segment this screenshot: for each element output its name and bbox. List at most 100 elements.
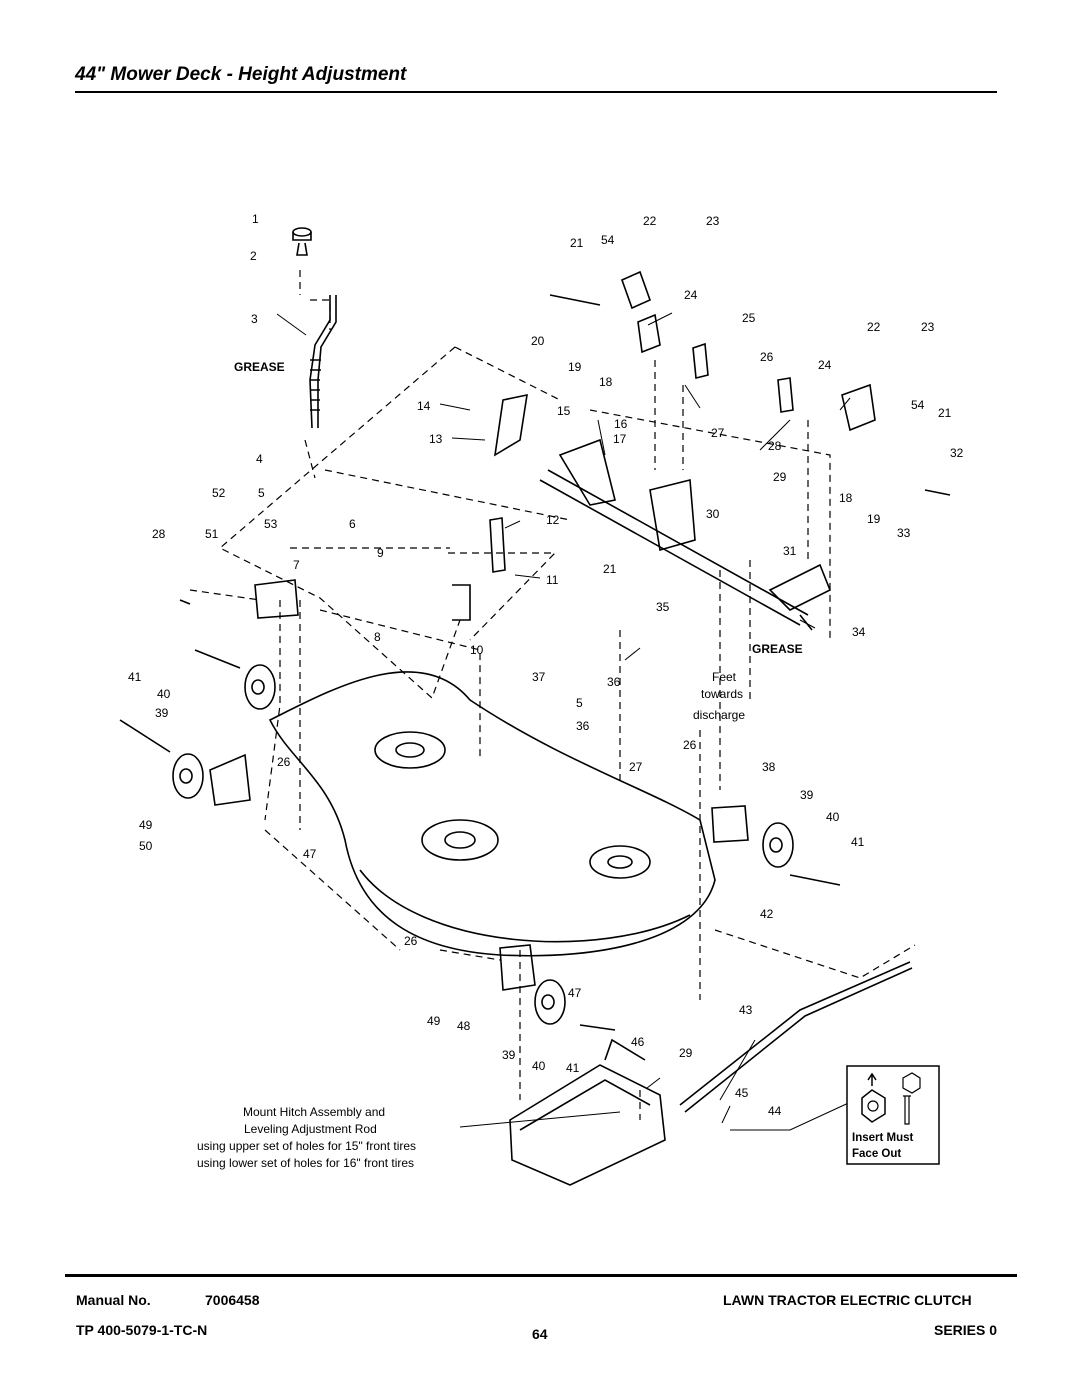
- part-callout-37: 37: [532, 670, 546, 684]
- part-callout-20: 20: [531, 334, 545, 348]
- part-callout-22: 22: [643, 214, 657, 228]
- part-callout-39: 39: [800, 788, 814, 802]
- part-callout-26: 26: [683, 738, 697, 752]
- part-callout-28: 28: [152, 527, 166, 541]
- part-callout-53: 53: [264, 517, 278, 531]
- part-callout-24: 24: [818, 358, 832, 372]
- part-callout-26: 26: [404, 934, 418, 948]
- grease-label-shaft: GREASE: [752, 642, 803, 656]
- part-callout-11: 11: [546, 573, 559, 587]
- inset-note-line-1: Insert Must: [852, 1132, 914, 1144]
- part-callout-19: 19: [867, 512, 881, 526]
- grease-label-lever: GREASE: [234, 360, 285, 374]
- part-callout-24: 24: [684, 288, 698, 302]
- part-callout-23: 23: [706, 214, 720, 228]
- part-callout-21: 21: [603, 562, 617, 576]
- part-callout-25: 25: [742, 311, 756, 325]
- part-callout-27: 27: [711, 426, 725, 440]
- insert-inset: Insert Must Face Out: [846, 1065, 940, 1165]
- part-callout-7: 7: [293, 558, 300, 572]
- part-callout-28: 28: [768, 439, 782, 453]
- part-callout-41: 41: [128, 670, 142, 684]
- part-callout-21: 21: [570, 236, 584, 250]
- callout-leader-lines: [276, 312, 856, 1131]
- part-callout-29: 29: [773, 470, 787, 484]
- part-callout-31: 31: [783, 544, 797, 558]
- manual-number: 7006458: [205, 1292, 260, 1308]
- part-callout-32: 32: [950, 446, 964, 460]
- part-callout-23: 23: [921, 320, 935, 334]
- product-name: LAWN TRACTOR ELECTRIC CLUTCH: [723, 1292, 972, 1308]
- title-rule: [75, 91, 997, 93]
- hitch-note-line-4: using lower set of holes for 16" front t…: [197, 1156, 414, 1170]
- part-callout-41: 41: [851, 835, 865, 849]
- page-title: 44" Mower Deck - Height Adjustment: [75, 64, 407, 85]
- part-callout-49: 49: [427, 1014, 441, 1028]
- part-callout-48: 48: [457, 1019, 471, 1033]
- part-callout-21: 21: [938, 406, 952, 420]
- part-callout-3: 3: [251, 312, 258, 326]
- feet-note-line-2: towards: [701, 687, 743, 701]
- series-label: SERIES 0: [934, 1322, 998, 1338]
- part-callout-50: 50: [139, 839, 153, 853]
- page-number: 64: [532, 1326, 548, 1342]
- hitch-note-line-3: using upper set of holes for 15" front t…: [197, 1139, 416, 1153]
- part-callout-39: 39: [502, 1048, 516, 1062]
- part-callout-10: 10: [470, 643, 484, 657]
- part-callout-30: 30: [706, 507, 720, 521]
- part-callout-40: 40: [826, 810, 840, 824]
- part-callout-51: 51: [205, 527, 219, 541]
- part-callout-19: 19: [568, 360, 582, 374]
- part-callout-42: 42: [760, 907, 774, 921]
- part-callout-54: 54: [911, 398, 925, 412]
- hitch-note-line-2: Leveling Adjustment Rod: [244, 1122, 377, 1136]
- part-callout-44: 44: [768, 1104, 782, 1118]
- part-callout-41: 41: [566, 1061, 580, 1075]
- part-callout-18: 18: [599, 375, 613, 389]
- part-callout-34: 34: [852, 625, 866, 639]
- part-callout-5: 5: [258, 486, 265, 500]
- manual-label: Manual No.: [76, 1292, 151, 1308]
- part-callout-1: 1: [252, 212, 259, 226]
- assembly-dashed-lines: [189, 270, 916, 1120]
- part-callout-13: 13: [429, 432, 443, 446]
- part-callout-5: 5: [576, 696, 583, 710]
- part-callout-12: 12: [546, 513, 560, 527]
- parts-linework: [119, 227, 951, 1186]
- footer-rule: [65, 1274, 1017, 1277]
- part-callout-26: 26: [277, 755, 291, 769]
- inset-note-line-2: Face Out: [852, 1148, 901, 1160]
- part-callout-54: 54: [601, 233, 615, 247]
- part-callout-52: 52: [212, 486, 226, 500]
- part-callout-2: 2: [250, 249, 257, 263]
- part-callout-29: 29: [679, 1046, 693, 1060]
- part-callout-47: 47: [568, 986, 582, 1000]
- part-callout-33: 33: [897, 526, 911, 540]
- part-callout-38: 38: [762, 760, 776, 774]
- part-callout-43: 43: [739, 1003, 753, 1017]
- part-callout-27: 27: [629, 760, 643, 774]
- part-callout-45: 45: [735, 1086, 749, 1100]
- part-callout-39: 39: [155, 706, 169, 720]
- part-callout-22: 22: [867, 320, 881, 334]
- part-callout-9: 9: [377, 546, 384, 560]
- tp-code: TP 400-5079-1-TC-N: [76, 1322, 208, 1338]
- part-callout-47: 47: [303, 847, 317, 861]
- hitch-note-line-1: Mount Hitch Assembly and: [243, 1105, 385, 1119]
- part-callout-6: 6: [349, 517, 356, 531]
- part-callout-46: 46: [631, 1035, 645, 1049]
- feet-note-line-3: discharge: [693, 708, 745, 722]
- part-callout-49: 49: [139, 818, 153, 832]
- part-callout-15: 15: [557, 404, 571, 418]
- part-callout-14: 14: [417, 399, 431, 413]
- part-callout-4: 4: [256, 452, 263, 466]
- part-callout-18: 18: [839, 491, 853, 505]
- part-callout-26: 26: [760, 350, 774, 364]
- feet-note-line-1: Feet: [712, 670, 737, 684]
- part-callout-8: 8: [374, 630, 381, 644]
- part-callout-36: 36: [576, 719, 590, 733]
- part-callout-40: 40: [157, 687, 171, 701]
- part-callout-40: 40: [532, 1059, 546, 1073]
